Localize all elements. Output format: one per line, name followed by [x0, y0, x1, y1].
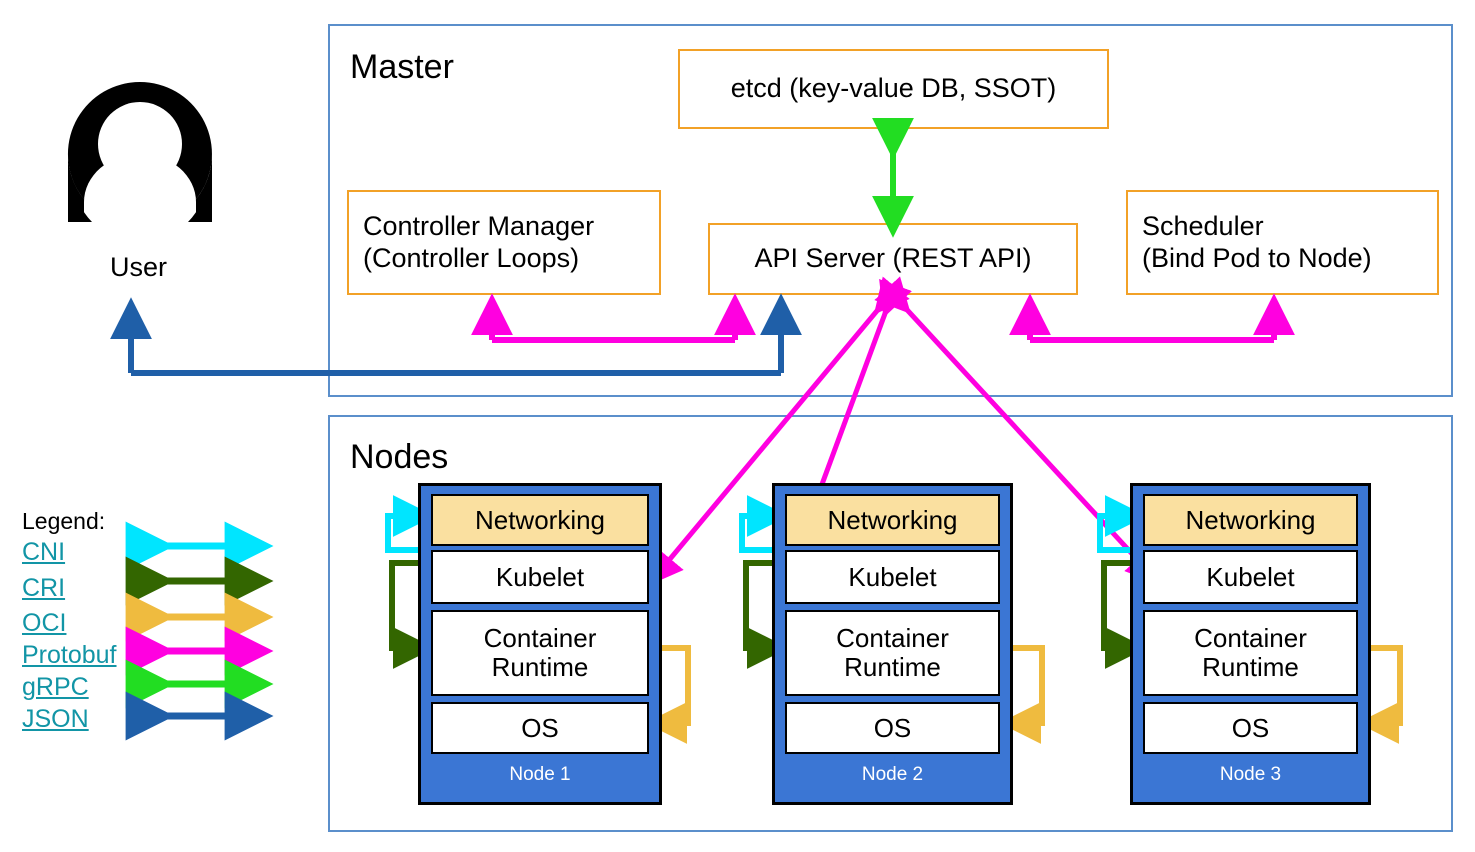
- scheduler-label-line1: Scheduler: [1142, 210, 1264, 241]
- legend-item-oci[interactable]: OCI: [22, 609, 67, 637]
- node-card-3[interactable]: Networking Kubelet Container Runtime OS …: [1130, 483, 1371, 805]
- api-server-label: API Server (REST API): [754, 243, 1032, 274]
- legend-item-grpc[interactable]: gRPC: [22, 673, 89, 701]
- node-3-runtime-label-line2: Runtime: [1202, 652, 1299, 682]
- node-2-kubelet-row[interactable]: Kubelet: [785, 550, 1000, 604]
- node-3-os-row[interactable]: OS: [1143, 702, 1358, 754]
- controller-manager-label-line2: (Controller Loops): [363, 242, 580, 273]
- master-title: Master: [350, 48, 454, 86]
- node-1-kubelet-row[interactable]: Kubelet: [431, 550, 649, 604]
- node-3-kubelet-label: Kubelet: [1206, 561, 1295, 592]
- node-2-networking-row[interactable]: Networking: [785, 494, 1000, 546]
- node-2-os-row[interactable]: OS: [785, 702, 1000, 754]
- node-1-runtime-label-line1: Container: [483, 623, 597, 654]
- etcd-box[interactable]: etcd (key-value DB, SSOT): [678, 49, 1109, 129]
- legend-title: Legend:: [22, 508, 106, 534]
- node-1-networking-label: Networking: [474, 504, 606, 535]
- node-3-name-label: Node 3: [1219, 764, 1282, 785]
- node-2-runtime-label-line1: Container: [836, 623, 949, 654]
- node-1-networking-row[interactable]: Networking: [431, 494, 649, 546]
- node-2-kubelet-label: Kubelet: [848, 561, 937, 592]
- node-1-container-runtime-row[interactable]: Container Runtime: [431, 610, 649, 696]
- etcd-label: etcd (key-value DB, SSOT): [730, 73, 1057, 104]
- node-2-container-runtime-row[interactable]: Container Runtime: [785, 610, 1000, 696]
- user-label: User: [110, 252, 168, 282]
- controller-manager-label-line1: Controller Manager: [363, 210, 595, 241]
- node-1-runtime-label-line2: Runtime: [491, 652, 589, 682]
- node-1-os-label: OS: [521, 712, 559, 743]
- node-3-os-label: OS: [1231, 712, 1270, 743]
- node-3-networking-row[interactable]: Networking: [1143, 494, 1358, 546]
- legend-item-json[interactable]: JSON: [22, 705, 89, 733]
- node-card-1[interactable]: Networking Kubelet Container Runtime OS …: [418, 483, 662, 805]
- node-2-networking-label: Networking: [827, 504, 958, 535]
- node-3-runtime-label-line1: Container: [1194, 623, 1307, 654]
- node-card-2[interactable]: Networking Kubelet Container Runtime OS …: [772, 483, 1013, 805]
- node-1-name-label: Node 1: [509, 764, 571, 785]
- scheduler-box[interactable]: Scheduler (Bind Pod to Node): [1126, 190, 1439, 295]
- node-2-name-label: Node 2: [861, 764, 924, 785]
- legend-item-protobuf[interactable]: Protobuf: [22, 641, 117, 669]
- node-1-os-row[interactable]: OS: [431, 702, 649, 754]
- api-server-box[interactable]: API Server (REST API): [708, 223, 1078, 295]
- node-2-runtime-label-line2: Runtime: [844, 652, 941, 682]
- node-3-networking-label: Networking: [1185, 504, 1316, 535]
- controller-manager-box[interactable]: Controller Manager (Controller Loops): [347, 190, 661, 295]
- legend-item-cni[interactable]: CNI: [22, 538, 66, 566]
- node-2-os-label: OS: [873, 712, 912, 743]
- node-3-kubelet-row[interactable]: Kubelet: [1143, 550, 1358, 604]
- nodes-title: Nodes: [350, 438, 449, 476]
- node-3-container-runtime-row[interactable]: Container Runtime: [1143, 610, 1358, 696]
- legend-item-cri[interactable]: CRI: [22, 574, 66, 602]
- scheduler-label-line2: (Bind Pod to Node): [1142, 242, 1372, 273]
- node-1-kubelet-label: Kubelet: [495, 561, 585, 592]
